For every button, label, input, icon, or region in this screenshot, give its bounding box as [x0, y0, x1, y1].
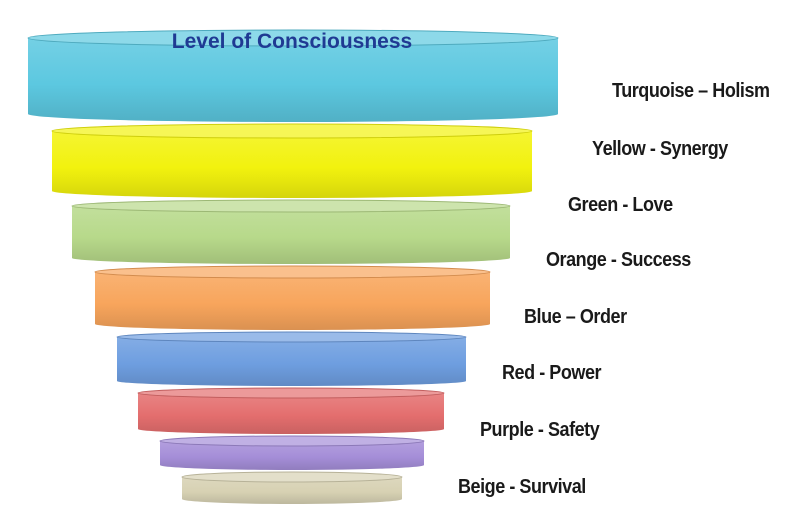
funnel-tier	[71, 199, 511, 264]
diagram-title: Level of Consciousness	[172, 30, 412, 53]
funnel-tier	[159, 435, 425, 470]
level-label: Yellow - Synergy	[592, 138, 728, 160]
funnel-tier-cap	[159, 435, 425, 447]
funnel-tier-cap	[27, 29, 559, 47]
level-label: Green - Love	[568, 194, 673, 216]
funnel-tier-body	[117, 337, 466, 387]
funnel-tier-body	[72, 206, 510, 264]
funnel-tier-body	[138, 393, 444, 434]
level-label: Orange - Success	[546, 249, 691, 271]
level-label: Red - Power	[502, 362, 602, 384]
funnel-tier-body	[182, 477, 402, 504]
funnel-tier-cap	[94, 265, 491, 279]
funnel-tier-cap	[71, 199, 511, 213]
funnel-tier-cap	[116, 331, 467, 343]
funnel-tier-cap	[51, 123, 533, 139]
funnel-tier-body	[160, 441, 424, 470]
level-label: Turquoise – Holism	[612, 80, 770, 102]
funnel-tier	[94, 265, 491, 330]
funnel-tier	[27, 29, 559, 122]
funnel-tier-body	[28, 38, 558, 122]
funnel-tier-body	[52, 131, 532, 198]
funnel-tier	[116, 331, 467, 387]
level-label: Purple - Safety	[480, 419, 600, 441]
level-label: Blue – Order	[524, 306, 627, 328]
level-label: Beige - Survival	[458, 476, 586, 498]
funnel-tier-cap	[137, 387, 445, 399]
funnel-tier-cap	[181, 471, 403, 483]
funnel-tier	[137, 387, 445, 434]
funnel-tier	[181, 471, 403, 504]
funnel-tier	[51, 123, 533, 198]
funnel-tier-body	[95, 272, 490, 330]
